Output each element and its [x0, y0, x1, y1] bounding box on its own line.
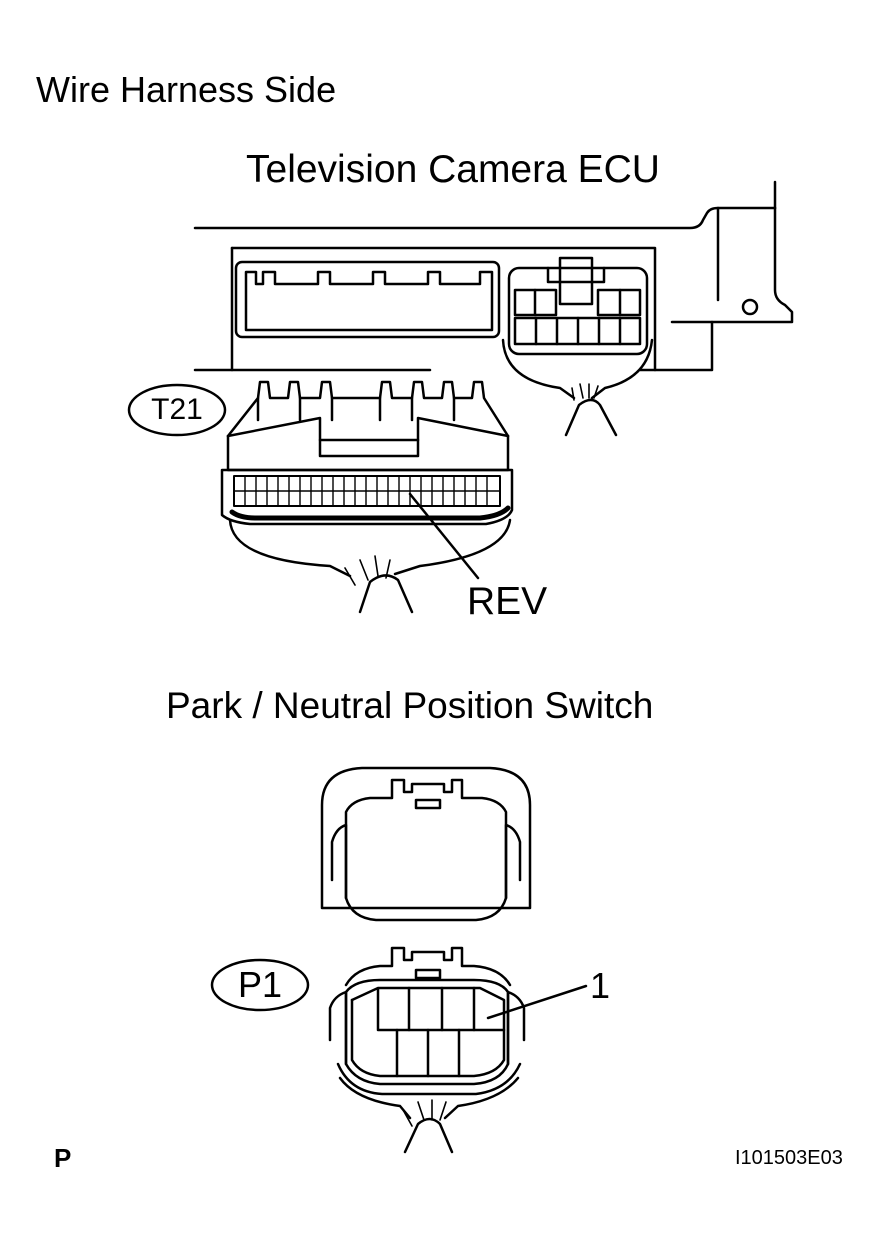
switch-title: Park / Neutral Position Switch: [166, 685, 654, 726]
t21-connector: [220, 380, 514, 614]
page-heading: Wire Harness Side: [36, 69, 337, 110]
rev-terminal-label: REV: [467, 580, 548, 623]
footer-left-text: P: [54, 1143, 72, 1173]
p1-tag-oval: [210, 958, 310, 1012]
ecu-housing: [193, 180, 794, 372]
ecu-right-connector: [501, 256, 654, 437]
figure-code: I101503E03: [735, 1147, 843, 1169]
ecu-left-socket: [234, 260, 501, 339]
pnp-switch-body: [320, 766, 532, 922]
t21-connector-code: T21: [151, 393, 203, 426]
t21-tag-oval: [127, 383, 227, 437]
ecu-title: Television Camera ECU: [246, 148, 660, 191]
p1-connector: [328, 946, 588, 1154]
p1-connector-code: P1: [237, 964, 283, 1005]
pin-1-label: 1: [590, 965, 611, 1006]
